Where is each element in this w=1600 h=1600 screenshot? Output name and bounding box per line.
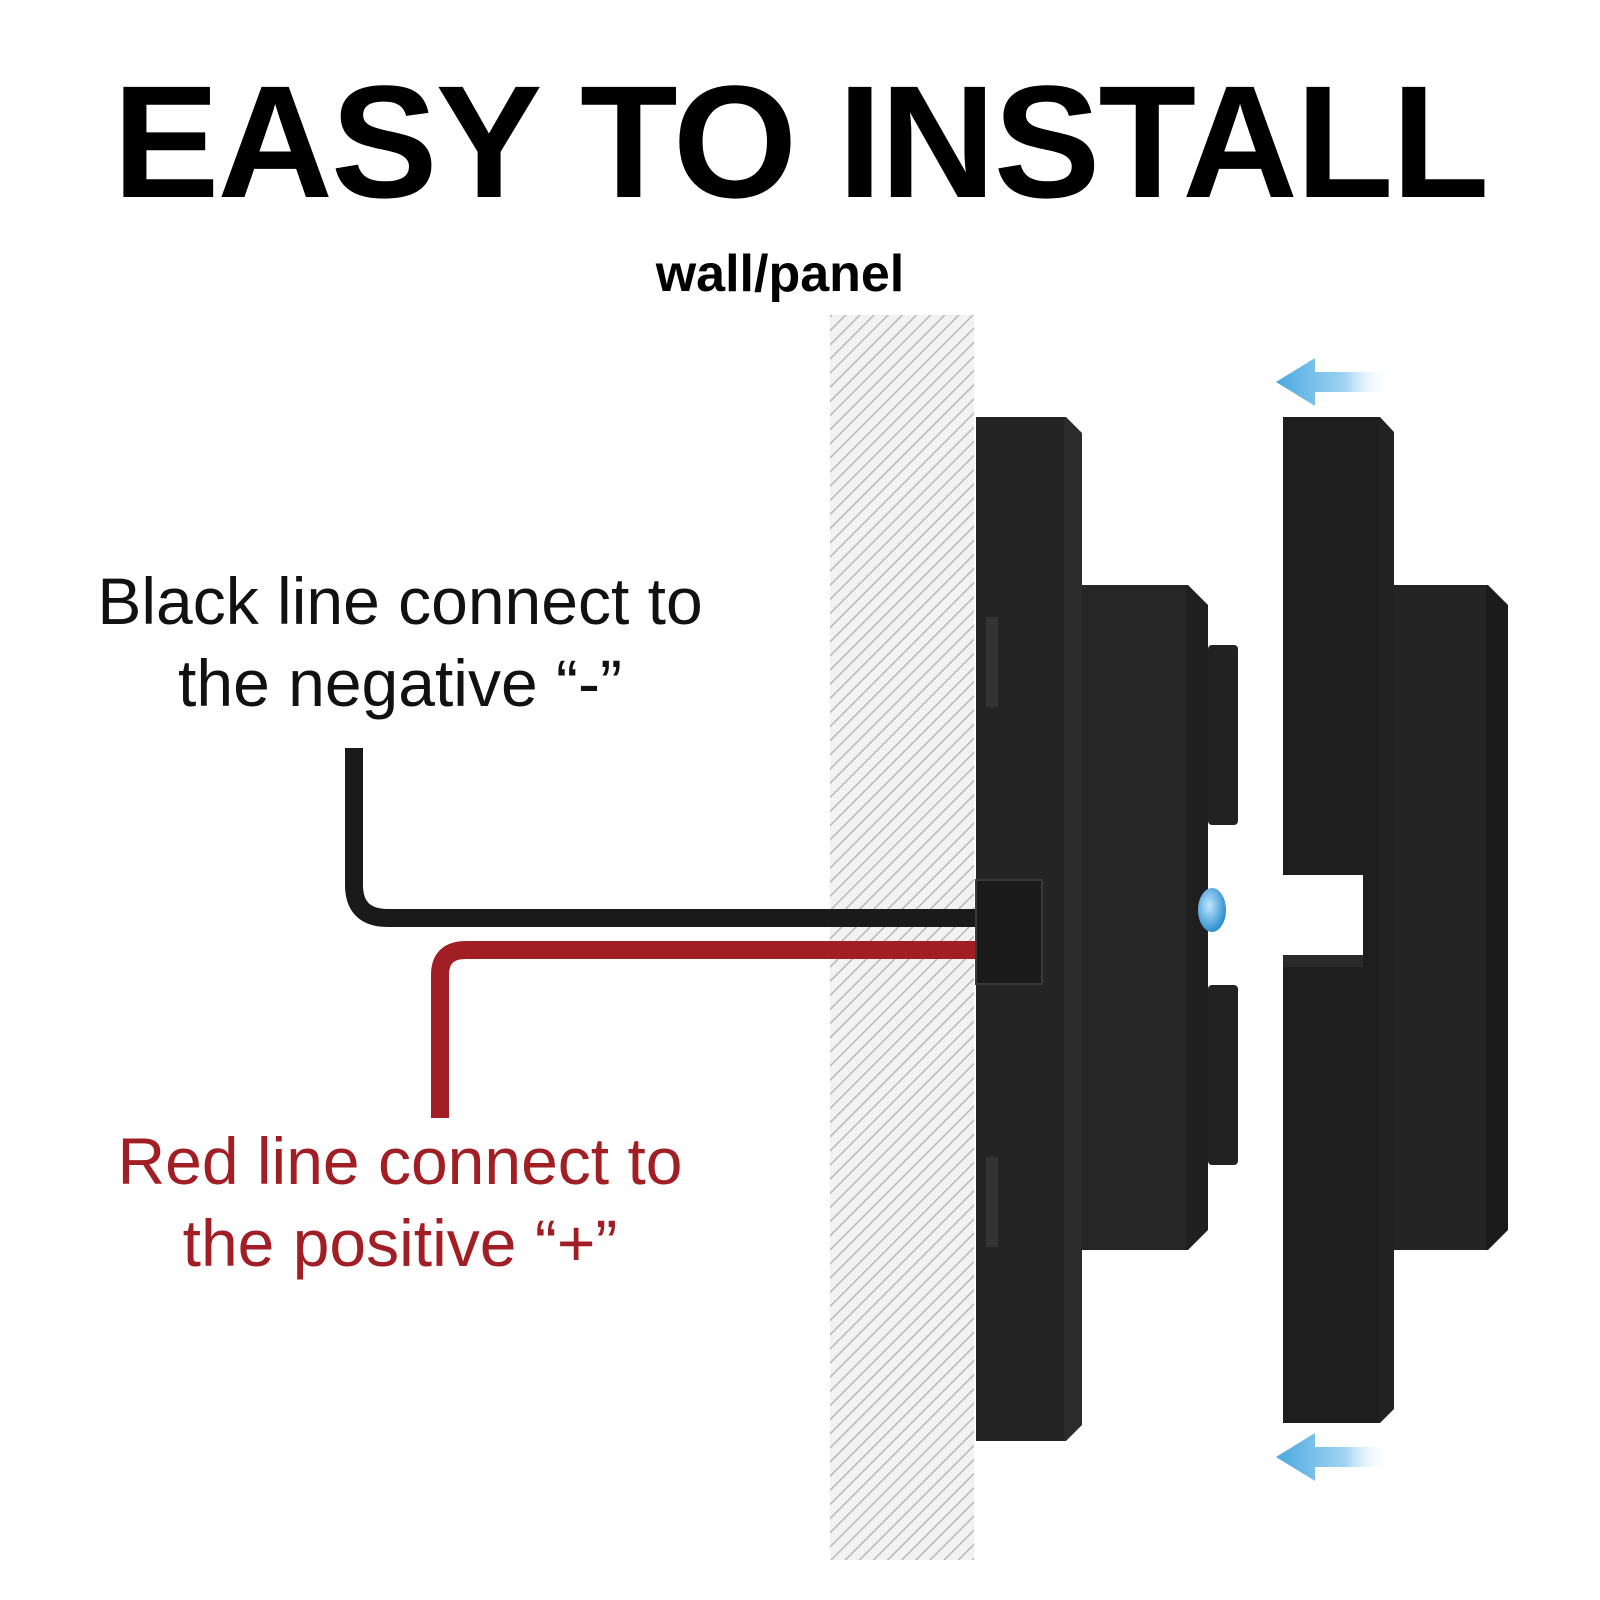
page-title: EASY TO INSTALL: [112, 52, 1490, 231]
arrow-left-icon: [1276, 1433, 1390, 1481]
arrow-left-icon: [1276, 358, 1390, 406]
black-line-text-2: the negative “-”: [178, 646, 622, 720]
wall-panel: [830, 315, 974, 1560]
front-cover: [1283, 417, 1508, 1423]
black-line-text-1: Black line connect to: [97, 564, 703, 638]
wall-panel-label: wall/panel: [655, 245, 905, 303]
led-indicator: [1198, 888, 1226, 932]
red-line-instruction: Red line connect to the positive “+”: [60, 1120, 740, 1284]
black-wire: [345, 748, 976, 927]
black-line-instruction: Black line connect to the negative “-”: [60, 560, 740, 724]
red-line-text-1: Red line connect to: [117, 1124, 683, 1198]
red-wire: [431, 941, 976, 1118]
back-unit: [975, 417, 1238, 1441]
red-line-text-2: the positive “+”: [182, 1206, 618, 1280]
